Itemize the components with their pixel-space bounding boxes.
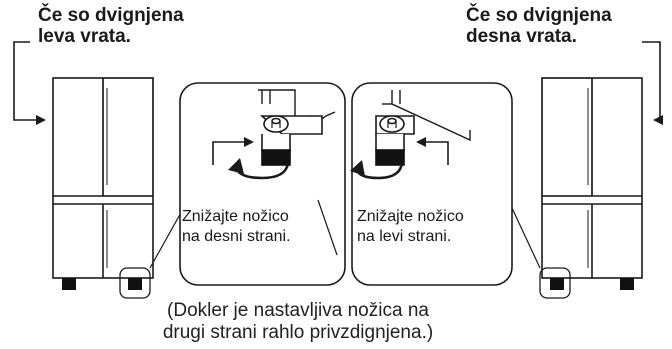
left-zoom-panel bbox=[179, 82, 346, 286]
right-fridge-feet bbox=[550, 278, 634, 290]
right-bracket-arrow-icon bbox=[642, 41, 663, 125]
left-heading-line-1: Če so dvignjena bbox=[38, 5, 184, 26]
left-zoom-diagonal bbox=[317, 199, 338, 256]
right-heading-line-2: desna vrata. bbox=[466, 26, 577, 47]
lower-right-foot-caption: Znižajte nožico na desni strani. bbox=[182, 207, 291, 247]
footer-note: (Dokler je nastavljiva nožica na drugi s… bbox=[128, 300, 468, 344]
left-callout-arrow-icon bbox=[212, 137, 254, 165]
right-zoom-panel bbox=[351, 82, 513, 286]
right-heading-line-1: Če so dvignjena bbox=[466, 5, 612, 26]
caption-line-2: na desni strani. bbox=[182, 228, 291, 245]
left-bracket-arrow-icon bbox=[13, 41, 46, 125]
adjustable-foot-icon-2 bbox=[375, 115, 415, 166]
right-zoom-fridge-edge bbox=[382, 90, 471, 142]
caption-line-2: na levi strani. bbox=[357, 228, 452, 245]
caption-line-1: Znižajte nožico bbox=[357, 208, 464, 225]
right-door-heading: Če so dvignjena desna vrata. bbox=[466, 5, 612, 47]
right-zoom-connector bbox=[511, 207, 541, 269]
footer-note-line-1: (Dokler je nastavljiva nožica na bbox=[167, 300, 429, 321]
left-refrigerator-icon bbox=[52, 77, 154, 279]
rotate-arrow-head bbox=[228, 158, 244, 174]
right-callout-arrow-icon bbox=[416, 137, 449, 165]
left-foot-highlight bbox=[119, 267, 151, 299]
footer-note-line-2: drugi strani rahlo privzdignjena.) bbox=[162, 322, 434, 343]
rotate-arrow-head-2 bbox=[350, 160, 365, 176]
caption-line-1: Znižajte nožico bbox=[182, 208, 289, 225]
adjustable-foot-icon bbox=[259, 115, 323, 166]
right-refrigerator-icon bbox=[541, 77, 643, 279]
left-heading-line-2: leva vrata. bbox=[38, 26, 131, 47]
left-zoom-connector bbox=[149, 208, 184, 269]
right-foot-highlight bbox=[539, 267, 571, 299]
left-door-heading: Če so dvignjena leva vrata. bbox=[38, 5, 184, 47]
left-fridge-feet bbox=[62, 278, 142, 290]
lower-left-foot-caption: Znižajte nožico na levi strani. bbox=[357, 207, 464, 247]
